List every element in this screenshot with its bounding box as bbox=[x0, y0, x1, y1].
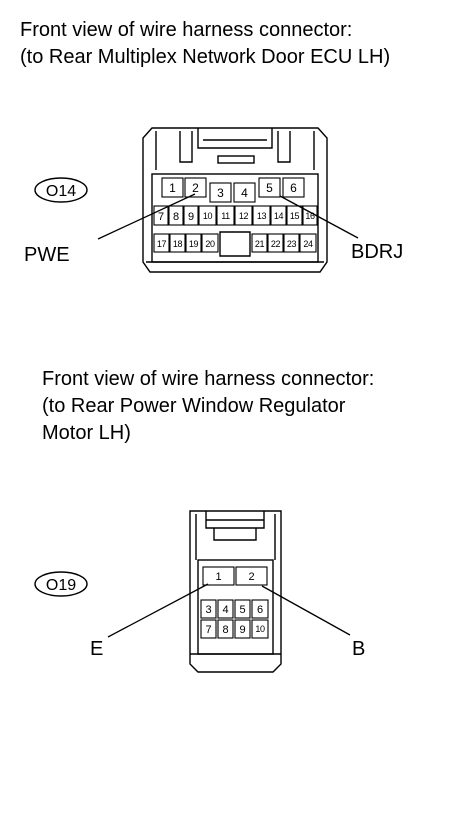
pin-cavity bbox=[201, 233, 219, 253]
connector-o14-row1-labels: 1 2 3 4 5 6 bbox=[169, 181, 297, 200]
caption-line: (to Rear Multiplex Network Door ECU LH) bbox=[20, 46, 391, 68]
pin-label: 8 bbox=[173, 211, 179, 223]
pin-label: 10 bbox=[203, 211, 213, 221]
signal-label-bdrj: BDRJ bbox=[351, 241, 403, 263]
pin-cavity bbox=[183, 205, 199, 226]
pin-label: 5 bbox=[239, 604, 245, 616]
pin-cavity bbox=[185, 233, 202, 253]
connector-id: O19 bbox=[46, 577, 76, 594]
connector-o14-row2 bbox=[153, 205, 318, 226]
pin-cavity bbox=[200, 599, 217, 619]
pin-label: 12 bbox=[239, 211, 249, 221]
pin-cavity bbox=[270, 205, 287, 226]
pin-label: 13 bbox=[257, 211, 267, 221]
pin-label: 19 bbox=[189, 239, 199, 249]
pin-cavity bbox=[217, 599, 234, 619]
pin-cavity bbox=[217, 619, 234, 639]
pin-label: 2 bbox=[248, 571, 254, 583]
pin-cavity bbox=[169, 233, 186, 253]
pin-cavity bbox=[251, 233, 268, 253]
pin-label: 4 bbox=[222, 604, 228, 616]
leader-line-e bbox=[107, 583, 209, 638]
pin-label: 3 bbox=[205, 604, 211, 616]
leader-line-b bbox=[261, 585, 351, 636]
pin-cavity bbox=[198, 205, 217, 226]
pin-cavity bbox=[283, 233, 300, 253]
pin-label: 2 bbox=[192, 181, 199, 195]
pin-cavity bbox=[202, 566, 235, 586]
pin-label: 11 bbox=[221, 211, 230, 221]
pin-cavity bbox=[233, 182, 256, 203]
pin-label: 1 bbox=[169, 181, 176, 195]
pin-cavity bbox=[251, 599, 269, 619]
pin-cavity bbox=[282, 177, 305, 198]
connector-o19-id-badge: O19 bbox=[34, 571, 88, 597]
pin-label: 6 bbox=[257, 604, 263, 616]
pin-cavity bbox=[216, 205, 235, 226]
pin-cavity bbox=[234, 599, 251, 619]
caption-line: (to Rear Power Window Regulator bbox=[42, 395, 346, 417]
connector-o14-row2-labels: 7 8 9 10 11 12 13 14 15 16 bbox=[158, 211, 315, 223]
connector-o14-row3-labels: 17 18 19 20 21 22 23 24 bbox=[157, 239, 314, 249]
signal-label-pwe: PWE bbox=[24, 244, 70, 266]
pin-label: 1 bbox=[215, 571, 221, 583]
pin-cavity bbox=[235, 566, 268, 586]
connector-o14-caption: Front view of wire harness connector: (t… bbox=[20, 17, 390, 71]
pin-cavity bbox=[200, 619, 217, 639]
pin-label: 24 bbox=[303, 239, 313, 249]
pin-label: 9 bbox=[239, 624, 245, 636]
connector-o19-pins bbox=[200, 566, 269, 639]
pin-cavity bbox=[184, 177, 207, 198]
pin-cavity bbox=[258, 177, 281, 198]
caption-line: Motor LH) bbox=[42, 422, 131, 444]
pin-cavity bbox=[234, 619, 251, 639]
pin-label: 7 bbox=[205, 624, 211, 636]
pin-cavity bbox=[286, 205, 303, 226]
pin-label: 14 bbox=[274, 211, 284, 221]
pin-label: 10 bbox=[255, 624, 265, 634]
connector-o19-leaders bbox=[107, 583, 351, 638]
pin-label: 18 bbox=[173, 239, 183, 249]
pin-label: 16 bbox=[305, 211, 315, 221]
caption-line: Front view of wire harness connector: bbox=[20, 19, 353, 41]
signal-label-b: B bbox=[352, 638, 365, 660]
connector-o14-id-badge: O14 bbox=[34, 177, 88, 203]
pin-cavity bbox=[209, 182, 232, 203]
caption-line: Front view of wire harness connector: bbox=[42, 368, 375, 390]
pin-cavity bbox=[299, 233, 317, 253]
pin-label: 22 bbox=[271, 239, 281, 249]
leader-line-bdrj bbox=[279, 195, 359, 239]
connector-o14-row1 bbox=[161, 177, 305, 203]
pin-cavity bbox=[161, 177, 184, 198]
pin-cavity bbox=[251, 619, 269, 639]
pin-label: 6 bbox=[290, 181, 297, 195]
pin-label: 5 bbox=[266, 181, 273, 195]
pin-label: 17 bbox=[157, 239, 167, 249]
pin-cavity bbox=[153, 233, 170, 253]
pin-label: 21 bbox=[255, 239, 265, 249]
connector-o14-row3 bbox=[153, 233, 317, 253]
pin-label: 4 bbox=[241, 186, 248, 200]
pin-label: 8 bbox=[222, 624, 228, 636]
connector-o14 bbox=[142, 127, 328, 273]
pin-label: 15 bbox=[290, 211, 300, 221]
connector-o19 bbox=[189, 510, 282, 673]
pin-label: 23 bbox=[287, 239, 297, 249]
pin-cavity bbox=[267, 233, 284, 253]
pin-cavity bbox=[168, 205, 184, 226]
pin-label: 20 bbox=[205, 239, 215, 249]
connector-id: O14 bbox=[46, 183, 76, 200]
signal-label-e: E bbox=[90, 638, 103, 660]
pin-label: 3 bbox=[217, 186, 224, 200]
pin-label: 9 bbox=[188, 211, 194, 223]
leader-line-pwe bbox=[97, 193, 196, 240]
pin-label: 7 bbox=[158, 211, 164, 223]
connector-o19-caption: Front view of wire harness connector: (t… bbox=[42, 366, 374, 447]
pin-cavity bbox=[252, 205, 271, 226]
connector-o14-leaders bbox=[97, 193, 359, 240]
connector-o19-pin-labels: 1 2 3 4 5 6 7 8 9 10 bbox=[205, 571, 265, 636]
pin-cavity bbox=[234, 205, 253, 226]
